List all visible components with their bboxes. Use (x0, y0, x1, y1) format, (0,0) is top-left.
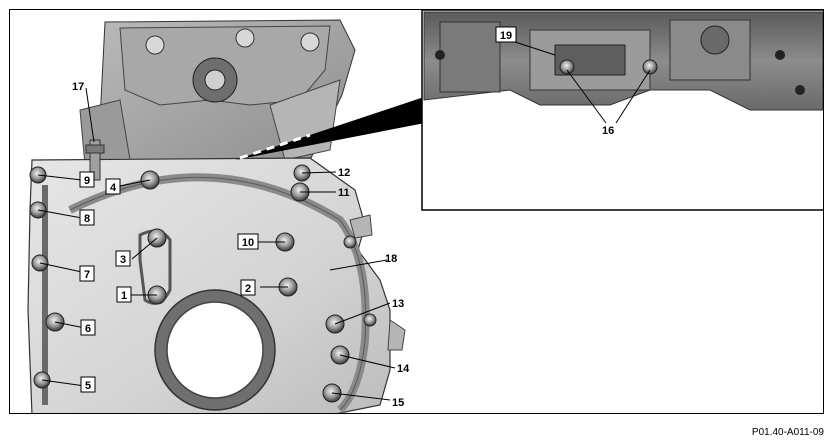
callout-7: 7 (79, 265, 95, 282)
callout-6: 6 (80, 319, 96, 336)
svg-text:2: 2 (245, 283, 251, 295)
callout-5: 5 (80, 376, 96, 393)
inset-detail (421, 10, 823, 211)
callout-9: 9 (79, 171, 95, 188)
engine-cover-illustration: 1 2 3 4 5 6 7 8 9 10 11 12 13 14 15 16 1… (27, 10, 823, 413)
svg-text:18: 18 (385, 253, 397, 265)
callout-13: 13 (392, 298, 404, 310)
svg-text:9: 9 (84, 175, 90, 187)
svg-text:17: 17 (72, 81, 84, 93)
callout-1: 1 (116, 286, 132, 303)
callout-3: 3 (115, 250, 131, 267)
svg-text:4: 4 (110, 182, 117, 194)
callout-16: 16 (602, 125, 614, 137)
figure-frame: 1 2 3 4 5 6 7 8 9 10 11 12 13 14 15 16 1… (9, 9, 824, 414)
svg-text:10: 10 (242, 237, 254, 249)
timing-cover (27, 157, 406, 413)
callout-15: 15 (392, 397, 404, 409)
callout-14: 14 (397, 363, 410, 375)
svg-text:3: 3 (120, 254, 126, 266)
callout-19: 19 (495, 26, 517, 43)
sensor-17 (85, 139, 105, 181)
svg-text:13: 13 (392, 298, 404, 310)
callout-10: 10 (237, 233, 259, 250)
figure-reference-code: P01.40-A011-09 (751, 427, 824, 438)
svg-text:12: 12 (338, 167, 350, 179)
svg-text:11: 11 (338, 187, 350, 199)
svg-text:16: 16 (602, 125, 614, 137)
svg-text:1: 1 (121, 290, 127, 302)
svg-text:8: 8 (84, 213, 90, 225)
svg-text:14: 14 (397, 363, 410, 375)
callout-2: 2 (240, 279, 256, 296)
svg-text:19: 19 (500, 30, 512, 42)
callout-12: 12 (338, 167, 350, 179)
bolt-5 (33, 371, 51, 389)
engine-block-upper (79, 19, 356, 171)
svg-text:15: 15 (392, 397, 404, 409)
callout-labels: 1 2 3 4 5 6 7 8 9 10 11 12 13 14 15 16 1… (72, 26, 614, 409)
callout-8: 8 (79, 209, 95, 226)
callout-17: 17 (72, 81, 84, 93)
callout-4: 4 (105, 178, 121, 195)
callout-18: 18 (385, 253, 397, 265)
svg-text:5: 5 (85, 380, 91, 392)
svg-text:6: 6 (85, 323, 91, 335)
leader-lines (37, 41, 651, 401)
svg-text:7: 7 (84, 269, 90, 281)
callout-11: 11 (338, 187, 350, 199)
